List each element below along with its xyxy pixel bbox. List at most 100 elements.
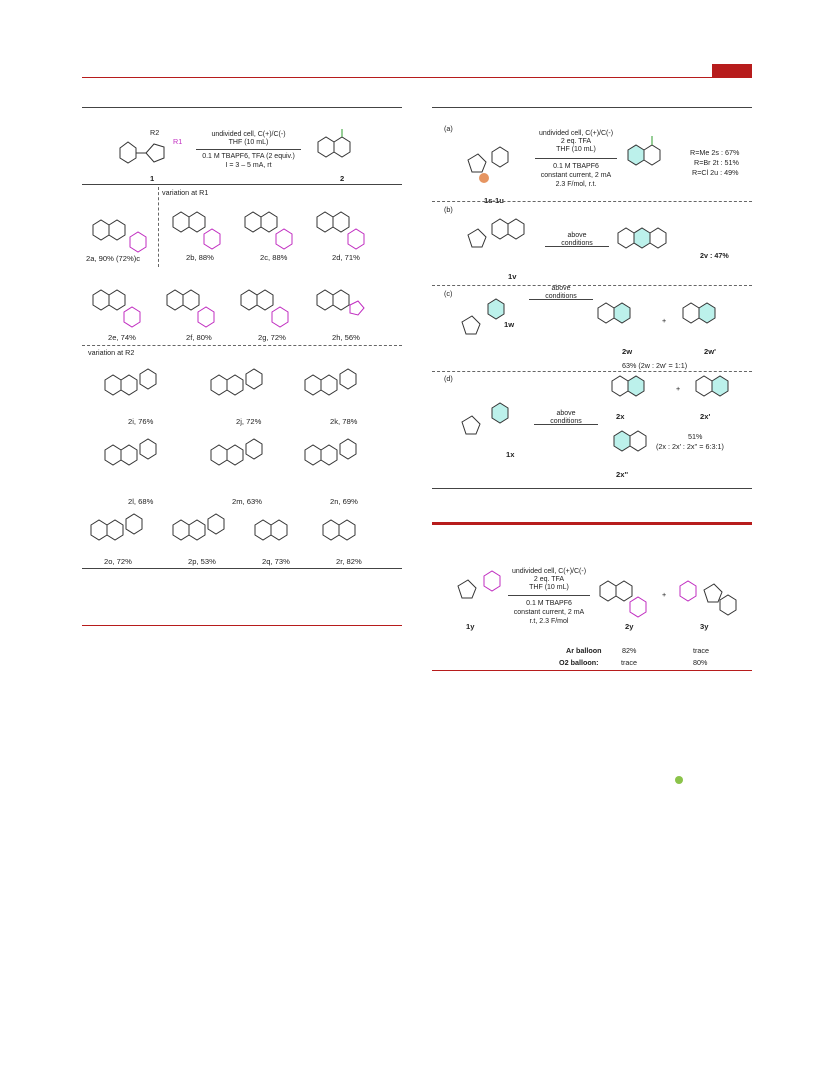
label-2a: 2a, 90% (72%)c [86,254,141,263]
a-c2: 2 eq. TFA [560,138,592,145]
reactant-label: 1 [150,174,155,183]
section-r2: variation at R2 [88,348,135,357]
product-2w [597,302,631,324]
e-c1: undivided cell, C(+)/C(-) [511,568,587,575]
yield-d2: (2x : 2x' : 2x'' = 6:3:1) [656,442,724,451]
product-2w-prime [682,302,716,324]
yield-2t: R=Br 2t : 51% [694,158,739,167]
product-2x-prime [695,375,729,397]
a-c5: constant current, 2 mA [540,172,612,179]
product-e2: 3y [700,622,709,631]
product-2e [92,289,141,328]
status-dot-icon [675,776,683,784]
row2-val1: trace [621,658,637,667]
product-2x-dprime [613,430,647,452]
yield-2v: 2v : 47% [700,251,729,260]
oxadiazole-reactant [119,141,165,164]
reactant-1s [467,146,509,183]
label-2c: 2c, 88% [260,253,288,262]
label-2e: 2e, 74% [108,333,136,342]
a-c6: 2.3 F/mol, r.t. [555,181,597,188]
reactant-b: 1v [508,272,517,281]
reactant-1x [461,402,509,435]
tag-b: (b) [444,205,453,214]
divider-v [158,187,159,267]
product-3y [679,580,737,616]
section-r1: variation at R1 [162,188,209,197]
product-2b [172,211,221,250]
row1-val2: trace [693,646,709,655]
row1-val1: 82% [622,646,637,655]
d-c2: conditions [550,418,582,425]
product-2x-main [611,375,645,397]
label-2i: 2i, 76% [128,417,154,426]
quinazolinone-product [317,129,351,158]
tag-a: (a) [444,124,453,133]
a-c4: 0.1 M TBAPF6 [553,163,599,170]
tag-d: (d) [444,374,453,383]
divider-ab [432,201,752,202]
scheme-mid-rule [82,184,402,185]
row2-val2: 80% [693,658,708,667]
r1-label: R1 [173,137,183,146]
label-2f: 2f, 80% [186,333,212,342]
right-mid-rule [432,488,752,489]
product-2m [210,438,263,466]
product-2h [316,289,365,316]
label-2q: 2q, 73% [262,557,290,566]
reactant-c: 1w [504,320,515,329]
product-2j [210,368,263,396]
cond-3: 0.1 M TBAPF6, TFA (2 equiv.) [202,153,295,160]
d-c1: above [556,410,576,417]
plus-e: + [662,590,667,599]
divider-cd [432,371,752,372]
label-2h: 2h, 56% [332,333,360,342]
product-e1: 2y [625,622,634,631]
cond-1: undivided cell, C(+)/C(-) [211,131,286,138]
product-2f [166,289,215,328]
product-d2: 2x' [700,412,711,421]
yield-c: 63% (2w : 2w' = 1:1) [622,361,688,370]
arrow-c [529,299,593,300]
label-2r: 2r, 82% [336,557,362,566]
label-2n: 2n, 69% [330,497,358,506]
label-2l: 2l, 68% [128,497,154,506]
header-rule [82,77,752,78]
tag-c: (c) [444,289,453,298]
reactant-1w [461,298,505,335]
e-c4: 0.1 M TBAPF6 [526,600,572,607]
scheme-bottom-rule [82,568,402,569]
reactant-1v [467,218,525,248]
reactant-e: 1y [466,622,475,631]
cond-2: THF (10 mL) [228,139,269,146]
e-c6: r.t, 2.3 F/mol [529,618,569,625]
section-divider [82,345,402,346]
product-2c [244,211,293,250]
right-red-bar [432,522,752,525]
product-2p [172,513,225,541]
e-c5: constant current, 2 mA [513,609,585,616]
arrow-b [545,246,609,247]
label-2d: 2d, 71% [332,253,360,262]
reaction-arrow [196,149,301,150]
b-c1: above [567,232,587,239]
left-red-rule [82,625,402,626]
product-2a [92,219,147,253]
product-c2: 2w' [704,347,716,356]
a-c3: THF (10 mL) [556,146,596,153]
product-2g [240,289,289,328]
label-2k: 2k, 78% [330,417,358,426]
right-red-rule [432,670,752,671]
product-2d [316,211,365,250]
reactant-a: 1s-1u [484,196,504,205]
b-c2: conditions [561,240,593,247]
divider-bc [432,285,752,286]
product-2n [304,438,357,466]
a-c1: undivided cell, C(+)/C(-) [538,130,614,137]
arrow-e [508,595,590,596]
label-2p: 2p, 53% [188,557,216,566]
product-label: 2 [340,174,345,183]
row1-label: Ar balloon [566,646,602,655]
row2-label: O2 balloon: [559,658,599,667]
r2-label: R2 [150,128,160,137]
